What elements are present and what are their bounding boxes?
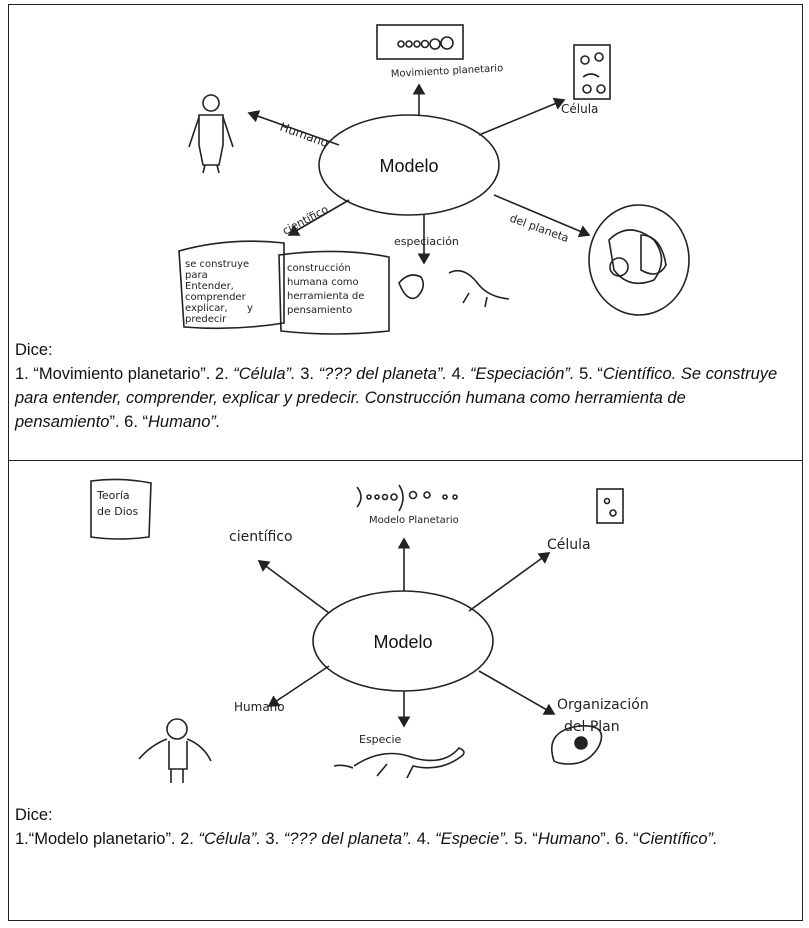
caption-top-part: “Especiación”. xyxy=(469,365,575,383)
cell-drawing xyxy=(573,44,611,100)
text-box-1 xyxy=(178,240,285,330)
hw-planet-model: Modelo Planetario xyxy=(369,515,459,526)
hw-planet2-bottom: del Plan xyxy=(564,719,620,735)
caption-bottom-part: ”. xyxy=(600,830,611,848)
caption-bottom-part: 5. “ xyxy=(509,830,538,848)
lizard-drawing-bottom xyxy=(333,747,465,779)
svg-text:de Dios: de Dios xyxy=(97,505,139,518)
svg-text:Entender,: Entender, xyxy=(185,281,234,292)
drawing-top: Movimiento planetario Célula Humano cien… xyxy=(178,24,690,335)
caption-top-part: Científico. Se construye para entender, … xyxy=(15,365,778,431)
caption-bottom-part: “Especie”. xyxy=(435,830,510,848)
hw-theory: Teoría de Dios xyxy=(96,489,139,518)
arrow-human-bottom xyxy=(267,665,330,707)
arrow-cell-bottom xyxy=(468,552,551,612)
human-drawing xyxy=(188,94,234,174)
hw-cell-bottom: Célula xyxy=(547,537,591,553)
svg-text:comprender: comprender xyxy=(185,292,247,303)
hw-planet-movement: Movimiento planetario xyxy=(391,63,504,80)
arrow-planet-bottom xyxy=(478,670,556,715)
planets-box-drawing xyxy=(376,24,464,60)
caption-top-part: 1. “Movimiento planetario”. 2. xyxy=(15,365,234,383)
svg-text:y: y xyxy=(247,303,253,314)
model-label-bottom: Modelo xyxy=(373,632,432,652)
hw-human-bottom: Humano xyxy=(234,700,285,714)
caption-top-part: ”. 6. “ xyxy=(109,413,148,431)
svg-text:para: para xyxy=(185,270,208,281)
arrow-cell xyxy=(478,97,566,136)
svg-text:Teoría: Teoría xyxy=(96,489,130,502)
caption-heading-bottom: Dice: xyxy=(15,806,53,824)
svg-text:humana como: humana como xyxy=(287,277,359,288)
caption-bottom-part: Científico”. xyxy=(638,830,718,848)
caption-bottom-part: “??? del planeta”. xyxy=(283,830,413,848)
panel-top: Movimiento planetario Célula Humano cien… xyxy=(9,5,802,461)
cell-drawing-bottom xyxy=(596,488,624,524)
hw-scientific-bottom: científico xyxy=(229,529,293,545)
caption-body: 1. “Movimiento planetario”. 2. “Célula”.… xyxy=(15,362,794,434)
hw-scientific: científico xyxy=(280,203,330,238)
svg-text:herramienta de: herramienta de xyxy=(287,291,364,302)
svg-text:se construye: se construye xyxy=(185,259,249,270)
text-box-2 xyxy=(278,250,390,335)
caption-bottom-part: Humano xyxy=(537,830,601,848)
caption-bottom: Dice: 1.“Modelo planetario”. 2. “Célula”… xyxy=(15,803,794,851)
caption-body-bottom: 1.“Modelo planetario”. 2. “Célula”. 3. “… xyxy=(15,827,794,851)
caption-top-part: 4. xyxy=(447,365,470,383)
svg-text:explicar,: explicar, xyxy=(185,303,228,314)
caption-top-part: 5. “ xyxy=(574,365,603,383)
model-label-top: Modelo xyxy=(379,156,438,176)
lizard-drawing xyxy=(398,269,510,308)
planets-row-drawing xyxy=(356,484,458,512)
caption-bottom-part: 4. xyxy=(412,830,436,848)
caption-heading: Dice: xyxy=(15,341,53,359)
svg-text:predecir: predecir xyxy=(185,314,227,325)
caption-bottom-part: 6. “ xyxy=(610,830,639,848)
planet-drawing-bottom xyxy=(551,725,603,765)
human-drawing-bottom xyxy=(138,718,212,783)
caption-top-part: Humano”. xyxy=(148,413,221,431)
hw-species: Especie xyxy=(359,733,402,746)
hw-speciation: especiación xyxy=(394,235,459,248)
hw-box1-lines: se construye para Entender, comprender e… xyxy=(185,259,253,325)
planet-drawing xyxy=(588,204,690,316)
caption-bottom-part: ”. 2. xyxy=(165,830,199,848)
caption-bottom-part: “Célula”. xyxy=(198,830,261,848)
hw-cell: Célula xyxy=(561,102,598,116)
caption-bottom-part: 1.“Modelo planetario xyxy=(15,830,166,848)
svg-text:construcción: construcción xyxy=(287,262,351,274)
hw-planet1-bottom: Organización xyxy=(557,697,649,713)
arrow-scientific-bottom xyxy=(257,560,330,614)
model-ellipse-bottom xyxy=(312,590,494,692)
svg-text:pensamiento: pensamiento xyxy=(287,305,352,316)
caption-top: Dice: 1. “Movimiento planetario”. 2. “Cé… xyxy=(15,338,794,434)
caption-top-part: 3. xyxy=(295,365,319,383)
arrow-planet xyxy=(493,194,591,238)
arrow-human xyxy=(247,110,340,146)
caption-top-part: “Célula”. xyxy=(233,365,296,383)
hw-planet: del planeta xyxy=(508,212,571,245)
theory-box xyxy=(90,478,152,540)
arrow-scientific xyxy=(287,199,350,236)
hw-box2-lines: construcción humana como herramienta de … xyxy=(287,262,364,316)
drawing-bottom: Teoría de Dios Modelo Planetario científ… xyxy=(90,478,649,783)
caption-top-part: “??? del planeta”. xyxy=(318,365,447,383)
caption-bottom-part: 3. xyxy=(260,830,284,848)
figure-table: Movimiento planetario Célula Humano cien… xyxy=(8,4,803,921)
hw-human: Humano xyxy=(278,120,330,150)
model-ellipse xyxy=(318,114,500,216)
panel-bottom: Teoría de Dios Modelo Planetario científ… xyxy=(9,461,802,920)
